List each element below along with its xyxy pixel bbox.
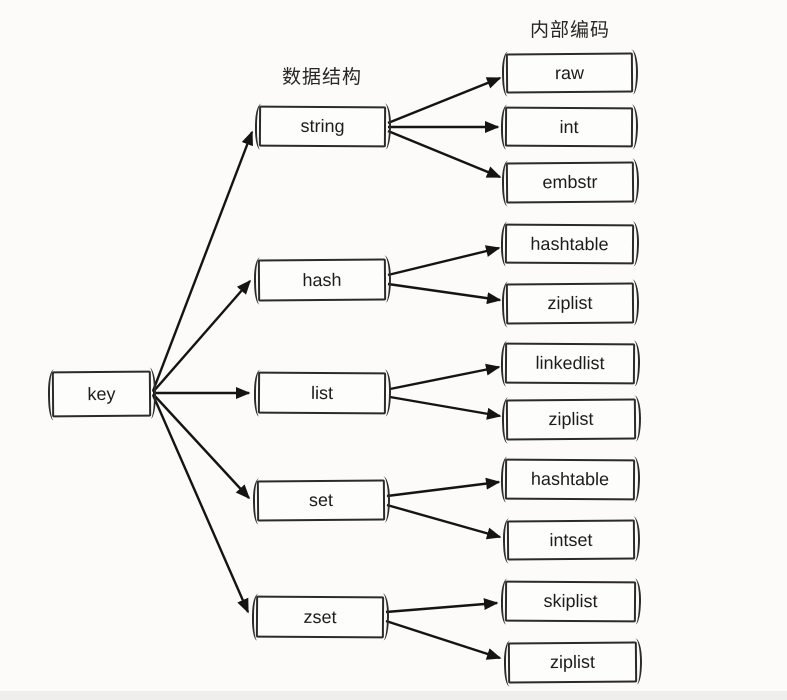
node-ziplist-list: ziplist	[505, 398, 637, 441]
column-header-internal-encoding: 内部编码	[529, 20, 610, 41]
edge-hash-ziplist	[387, 282, 502, 305]
node-hashtable-hash: hashtable	[504, 223, 635, 265]
edge-key-string	[151, 130, 254, 392]
edge-set-hashtable	[386, 477, 501, 498]
bottom-gray-strip	[0, 691, 787, 700]
edge-string-raw	[387, 76, 502, 125]
node-skiplist-zset: skiplist	[504, 580, 637, 623]
edge-list-ziplist	[389, 395, 502, 420]
column-header-data-structure: 数据结构	[281, 67, 362, 88]
edge-key-set	[152, 393, 251, 500]
node-intset-set: intset	[506, 519, 636, 561]
edge-string-embstr	[387, 129, 502, 179]
node-zset: zset	[255, 595, 385, 639]
node-raw: raw	[505, 52, 634, 94]
edge-key-hash	[152, 279, 251, 393]
node-string: string	[258, 105, 387, 148]
node-hashtable-set: hashtable	[504, 458, 636, 501]
edge-list-linkedlist	[389, 363, 501, 391]
edge-key-zset	[151, 394, 250, 614]
edge-hash-hashtable	[387, 245, 501, 277]
node-ziplist-hash: ziplist	[505, 282, 635, 325]
node-key: key	[51, 370, 152, 418]
edge-set-intset	[386, 503, 502, 540]
node-set: set	[256, 479, 386, 522]
node-ziplist-zset: ziplist	[507, 641, 638, 684]
node-linkedlist-list: linkedlist	[504, 342, 636, 385]
node-hash: hash	[257, 258, 387, 302]
edge-zset-skiplist	[385, 598, 499, 614]
node-int: int	[504, 106, 634, 148]
edge-zset-ziplist	[385, 619, 502, 660]
node-list: list	[257, 371, 387, 415]
node-embstr: embstr	[505, 161, 635, 204]
